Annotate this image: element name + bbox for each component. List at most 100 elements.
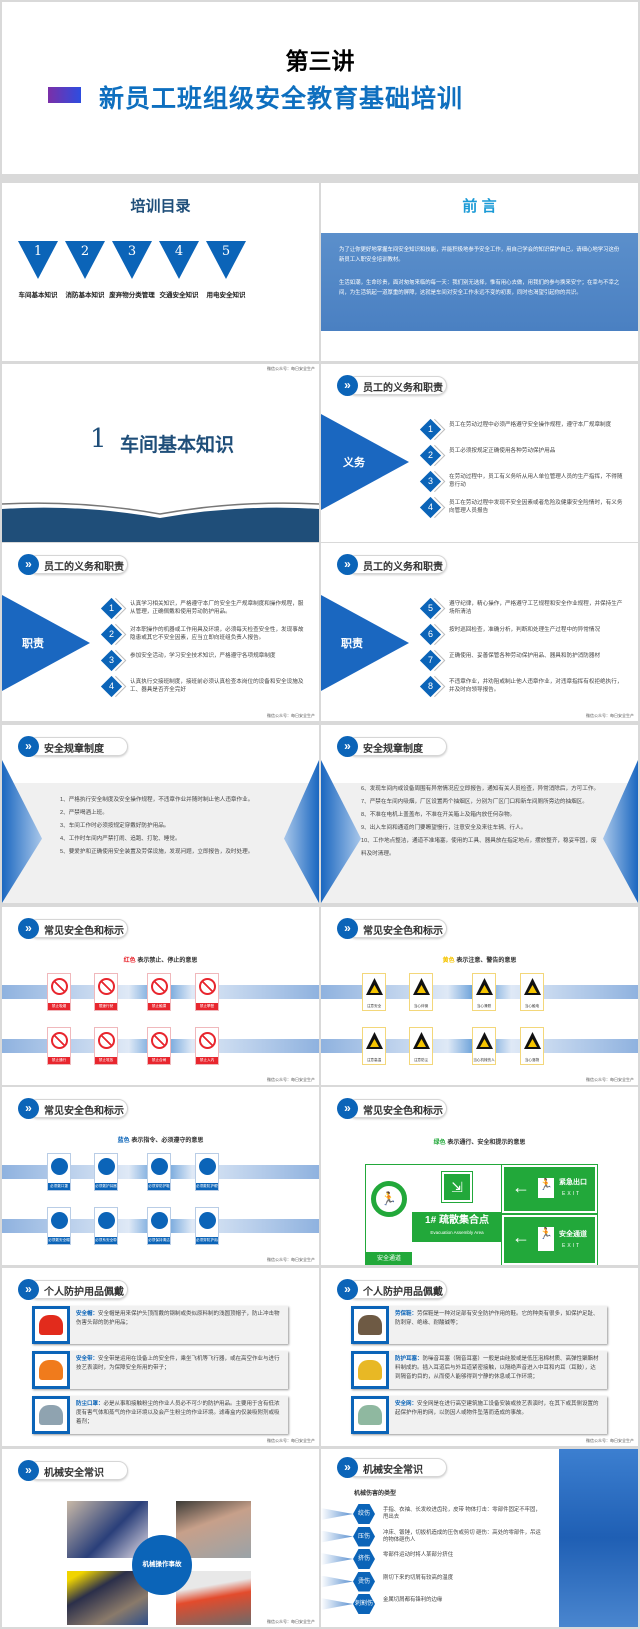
injury-description: 金属切屑都有锋利的边缘 — [383, 1597, 443, 1603]
ppe-name: 防尘口罩： — [76, 1401, 104, 1407]
slide-signs-blue: »常见安全色和标示蓝色 表示指令、必须遵守的意思必须戴口罩必须戴护耳器必须穿防护… — [2, 1087, 319, 1265]
sign-label: 必须戴安全帽 — [48, 1237, 70, 1244]
item-number: 3 — [108, 655, 114, 665]
warning-fill — [528, 1039, 537, 1047]
resp-label: 职责 — [341, 638, 363, 650]
emergency-exit-sign: ← 🏃 紧急出口 EXIT — [501, 1164, 598, 1214]
lecture-number: 第三讲 — [285, 48, 355, 74]
injury-description: 零部件运动时将人某部分挤住 — [383, 1552, 454, 1558]
chevrons-icon: » — [337, 1098, 358, 1119]
accident-photo-3 — [67, 1571, 148, 1625]
prohibition-icon — [51, 1032, 68, 1049]
sign-label: 必须系安全带 — [95, 1237, 117, 1244]
prohibition-icon — [51, 978, 68, 995]
item-number: 8 — [427, 681, 433, 691]
helmet-image — [32, 1306, 70, 1344]
ppe-text: 安全带是运用在设备上的安全件，乘坐飞机等飞行器，或在高空作业与进行技艺表演时，为… — [76, 1356, 280, 1371]
prohibition-icon — [98, 1032, 115, 1049]
slide-ppe-1: »个人防护用品佩戴安全帽：安全帽是用来保护头顶而戴的钢制或类似原料制的浅圆顶帽子… — [2, 1268, 319, 1446]
sign-label: 必须保持清洁 — [148, 1237, 170, 1244]
center-circle: 机械操作事故 — [132, 1535, 192, 1595]
safety-sign: 必须戴防护眼镜 — [195, 1153, 219, 1191]
prohibition-icon — [199, 1032, 216, 1049]
sign-label: 禁止吸烟 — [48, 1003, 70, 1010]
item-text: 正确使用、妥善保管各种劳动保护用品、器具和防护消防器材 — [449, 653, 601, 659]
color-desc: 表示指令、必须遵守的意思 — [131, 1138, 204, 1144]
item-number: 1 — [427, 424, 433, 434]
item-number: 1 — [108, 603, 114, 613]
slide-header: »机械安全常识 — [18, 1460, 128, 1481]
sign-label: 当心滑跌 — [476, 1004, 492, 1008]
footer-text: 微信公众号：每日安全生产 — [267, 366, 315, 371]
ppe-name: 防护耳塞： — [395, 1356, 423, 1362]
assembly-band: 1# 疏散集合点 Evacuation Assembly Area — [412, 1212, 502, 1242]
ppe-description: 防尘口罩：必是从事和接触粉尘的作业人员必不可少的防护用品。主要用于含有低浓度有害… — [76, 1400, 282, 1427]
safety-sign: 限速行驶 — [94, 973, 118, 1011]
sign-label: 注意高温 — [366, 1058, 382, 1062]
safe-passage-sign: 🏃 安全通道 — [366, 1165, 412, 1265]
section-title: 车间基本知识 — [120, 435, 235, 456]
toc-number: 4 — [174, 244, 184, 259]
book-band — [2, 502, 319, 542]
preface-paragraph-1: 为了让你更好地掌握车间安全知识和技能，并能积极地参予安全工作，用自己学会的知识保… — [339, 247, 620, 263]
slide-section-1: 1 车间基本知识 微信公众号：每日安全生产 — [2, 364, 319, 542]
mandatory-icon — [51, 1158, 68, 1175]
sign-caption: 蓝色 表示指令、必须遵守的意思 — [2, 1135, 319, 1144]
ppe-card: 防护耳塞：防噪音耳塞（隔音耳塞）一般是由硅胶或是低压泡棉材质、高弹性聚酯材料制成… — [351, 1351, 607, 1389]
prohibition-icon — [98, 978, 115, 995]
safety-sign: 必须穿防护用品 — [195, 1207, 219, 1245]
toc-item[interactable]: 5 用电安全知识 — [206, 241, 246, 311]
injury-type-badge: 刺割伤 — [353, 1594, 375, 1614]
item-text: 不违章作业，并劝阻或制止他人违章作业，对违章指挥有权拒绝执行，并及时向领导报告。 — [449, 679, 623, 693]
wedge-decoration — [321, 1553, 353, 1565]
prohibition-icon — [151, 978, 168, 995]
wedge-decoration — [321, 1598, 353, 1610]
sign-caption: 红色 表示禁止、停止的意思 — [2, 955, 319, 964]
worker-photo — [559, 1449, 638, 1627]
green-sign-board: 🏃 安全通道 ⇲ 1# 疏散集合点 Evacuation Assembly Ar… — [365, 1164, 598, 1265]
exit-label: 紧急出口 — [559, 1179, 587, 1186]
toc-label: 车间基本知识 — [18, 292, 58, 299]
slide-header: »常见安全色和标示 — [337, 1098, 447, 1119]
ppe-name: 安全网： — [395, 1401, 418, 1407]
item-text: 认真学习相关知识，严格遵守本厂的安全生产规章制度和操作规程，服从管理，正确佩戴和… — [130, 601, 304, 615]
footer-text: 微信公众号：每日安全生产 — [267, 1077, 315, 1082]
item-number: 4 — [427, 502, 433, 512]
slide-signs-green: »常见安全色和标示 绿色 表示通行、安全和提示的意思 🏃 安全通道 ⇲ 1# 疏… — [321, 1087, 638, 1265]
running-person-icon: 🏃 — [371, 1181, 407, 1217]
arrow-left-icon: ← — [512, 1177, 530, 1197]
rule-line: 7、严禁在车间内吸烟，厂区设置两个抽烟区，分别为厂区门口和新车间厕所旁边的抽烟区… — [361, 799, 588, 805]
ppe-name: 安全带： — [76, 1356, 99, 1362]
safety-sign: 禁止攀登 — [195, 973, 219, 1011]
injury-type-badge: 烫伤 — [353, 1571, 375, 1592]
prohibition-icon — [151, 1032, 168, 1049]
rules-band — [2, 783, 319, 903]
item-text: 认真执行交接班制度，接班前必须认真检查本岗位的设备和安全设施及工、器具是否齐全完… — [130, 679, 304, 693]
resp-triangle — [321, 595, 409, 691]
slide-ppe-2: »个人防护用品佩戴劳保鞋：劳保鞋是一种对足部有安全防护作用的鞋。它的种类有很多，… — [321, 1268, 638, 1446]
color-desc: 表示通行、安全和提示的意思 — [447, 1140, 526, 1146]
toc-number: 2 — [80, 244, 90, 259]
injury-type-badge: 压伤 — [353, 1526, 375, 1547]
chevrons-icon: » — [337, 918, 358, 939]
ppe-text: 安全帽是用来保护头顶而戴的钢制或类似原料制的浅圆顶帽子，防止冲击物伤害头部的防护… — [76, 1311, 280, 1326]
warning-fill — [370, 985, 379, 993]
ppe-description: 劳保鞋：劳保鞋是一种对足部有安全防护作用的鞋。它的种类有很多，如保护足趾、防刺穿… — [395, 1310, 601, 1328]
sign-label: 禁止合闸 — [148, 1057, 170, 1064]
toc-label: 用电安全知识 — [206, 292, 246, 299]
shoe-image — [351, 1306, 389, 1344]
product-shape — [358, 1405, 382, 1425]
ppe-name: 劳保鞋： — [395, 1311, 418, 1317]
toc-number: 5 — [221, 244, 231, 259]
slide-machinery-types: »机械安全常识 机械伤害的类型 绞伤手指、衣袖、长发绞进齿轮，皮带 物体打击：零… — [321, 1449, 638, 1627]
mandatory-icon — [151, 1212, 168, 1229]
chevrons-icon: » — [18, 736, 39, 757]
sign-label: 禁止入内 — [196, 1057, 218, 1064]
